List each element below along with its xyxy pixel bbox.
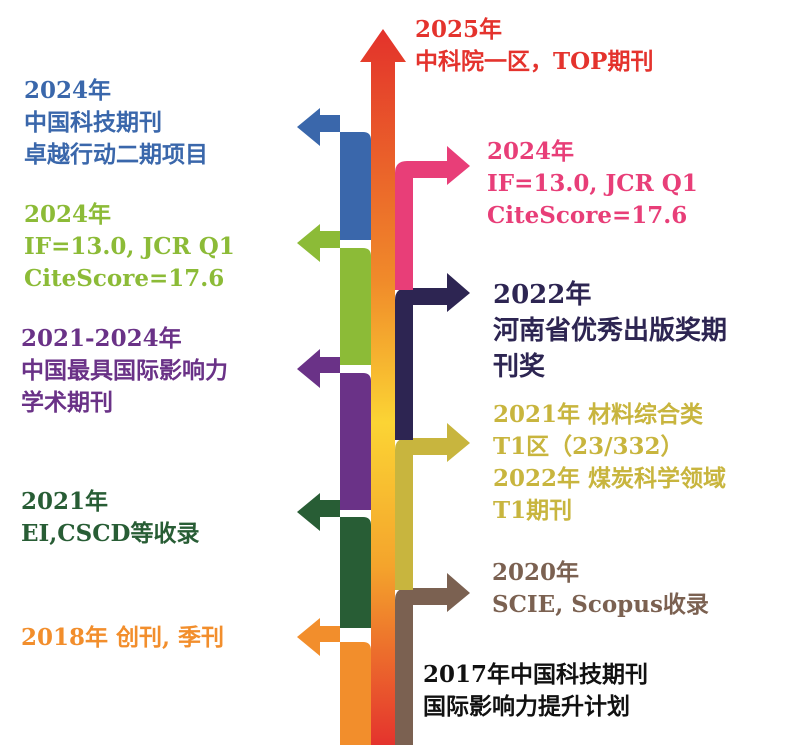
milestone-line: 学术期刊 <box>21 389 113 416</box>
milestone-line: 中国科技期刊 <box>24 109 162 136</box>
milestone-2024-excellence: 2024年 中国科技期刊 卓越行动二期项目 <box>24 75 208 171</box>
milestone-line: 2017年中国科技期刊 <box>423 661 649 688</box>
milestone-2022-award: 2022年 河南省优秀出版奖期 刊奖 <box>493 277 727 385</box>
milestone-line: 2022年 <box>493 280 592 310</box>
milestone-2017-program: 2017年中国科技期刊 国际影响力提升计划 <box>423 659 648 723</box>
milestone-line: 2024年 <box>487 138 575 165</box>
milestone-line: EI,CSCD等收录 <box>21 520 200 547</box>
milestone-line: CiteScore=17.6 <box>487 202 688 229</box>
main-trunk-arrow <box>360 29 406 745</box>
milestone-line: 2022年 煤炭科学领域 <box>493 465 727 492</box>
milestone-line: 国际影响力提升计划 <box>423 693 630 720</box>
arrow-2024-blue <box>297 108 371 240</box>
milestone-line: 中国最具国际影响力 <box>21 357 228 384</box>
arrow-2021-influence <box>297 349 371 510</box>
milestone-2025: 2025年 中科院一区，TOP期刊 <box>415 14 653 78</box>
arrow-2024-pink <box>395 146 470 290</box>
milestone-line: 2018年 创刊, 季刊 <box>21 624 225 651</box>
arrow-2022-award <box>395 273 470 440</box>
milestone-2021-2024-influence: 2021-2024年 中国最具国际影响力 学术期刊 <box>21 323 228 419</box>
arrow-2020 <box>395 573 470 745</box>
milestone-2021-materials: 2021年 材料综合类 T1区（23/332） 2022年 煤炭科学领域 T1期… <box>493 399 726 527</box>
milestone-line: IF=13.0, JCR Q1 <box>24 233 235 260</box>
milestone-2020-scie: 2020年 SCIE, Scopus收录 <box>492 557 709 621</box>
arrow-2024-green <box>297 224 371 365</box>
milestone-2018-founded: 2018年 创刊, 季刊 <box>21 622 224 654</box>
milestone-line: 河南省优秀出版奖期 <box>493 316 728 346</box>
arrow-2021-materials <box>395 423 470 590</box>
arrow-2018 <box>297 618 371 745</box>
milestone-line: T1期刊 <box>493 497 573 524</box>
milestone-line: 2021年 <box>21 488 109 515</box>
milestone-line: T1区（23/332） <box>493 433 684 460</box>
milestone-2024-impact-right: 2024年 IF=13.0, JCR Q1 CiteScore=17.6 <box>487 136 698 232</box>
milestone-line: SCIE, Scopus收录 <box>492 591 709 618</box>
milestone-2024-impact-left: 2024年 IF=13.0, JCR Q1 CiteScore=17.6 <box>24 199 235 295</box>
arrow-2021-ei <box>297 493 371 628</box>
milestone-line: CiteScore=17.6 <box>24 265 225 292</box>
milestone-line: 2024年 <box>24 201 112 228</box>
milestone-line: 刊奖 <box>493 352 546 382</box>
milestone-2021-ei: 2021年 EI,CSCD等收录 <box>21 486 199 550</box>
milestone-line: 中科院一区，TOP期刊 <box>415 48 654 75</box>
milestone-line: 2020年 <box>492 559 580 586</box>
milestone-line: IF=13.0, JCR Q1 <box>487 170 698 197</box>
milestone-line: 2021年 材料综合类 <box>493 401 704 428</box>
milestone-line: 2024年 <box>24 77 112 104</box>
milestone-line: 卓越行动二期项目 <box>24 141 208 168</box>
milestone-line: 2021-2024年 <box>21 325 182 352</box>
milestone-line: 2025年 <box>415 16 503 43</box>
